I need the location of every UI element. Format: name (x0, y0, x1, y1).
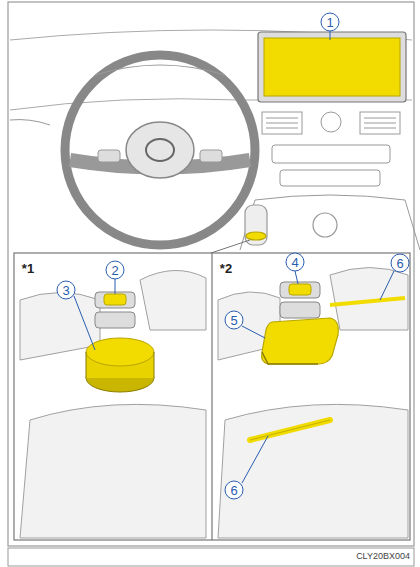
callout-number: 6 (230, 484, 237, 497)
callout-number: 2 (111, 264, 118, 277)
variant-mark: *2 (220, 262, 232, 275)
callout-number: 5 (230, 314, 237, 327)
figure-code: CLY20BX004 (356, 552, 410, 561)
callout-number: 4 (291, 256, 298, 269)
callout-number: 3 (62, 284, 69, 297)
callout-number: 6 (396, 257, 403, 270)
callout-number: 1 (326, 16, 333, 29)
variant-mark: *1 (22, 262, 34, 275)
